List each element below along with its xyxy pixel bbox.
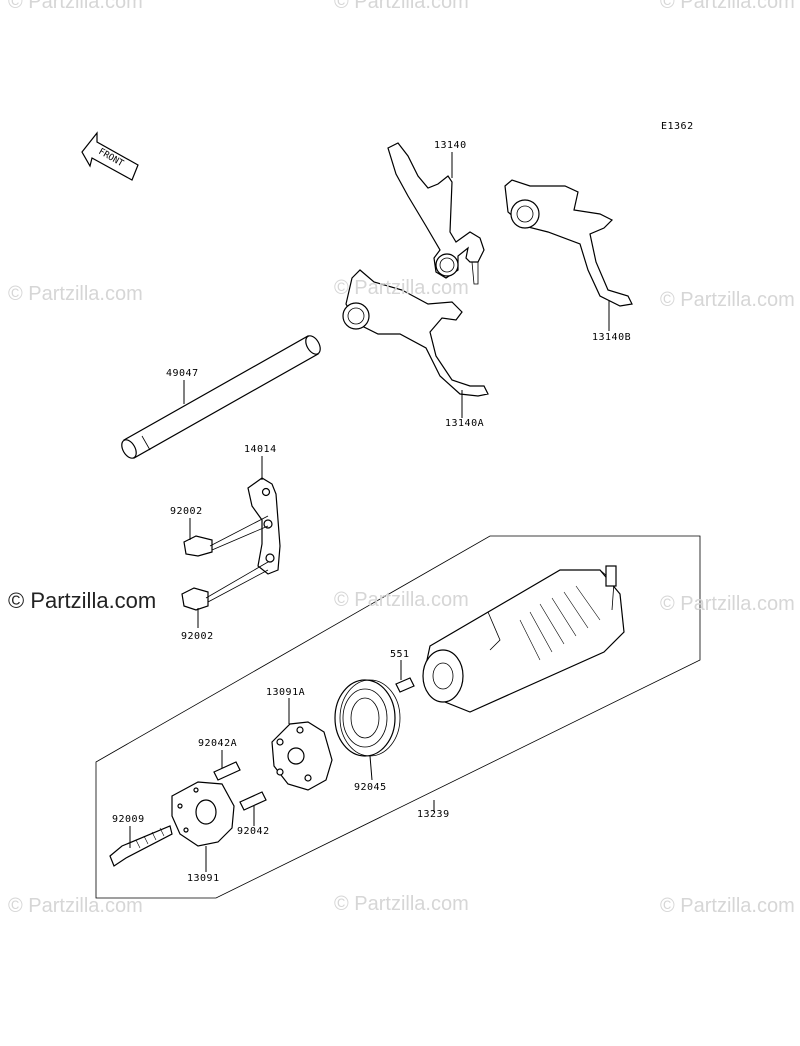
pin-92042 xyxy=(239,791,267,811)
watermark: © Partzilla.com xyxy=(334,0,469,13)
screw-92009 xyxy=(109,825,173,867)
part-label-49047: 49047 xyxy=(166,368,199,379)
part-label-92009: 92009 xyxy=(112,814,145,825)
part-label-14014: 14014 xyxy=(244,444,277,455)
plate-14014 xyxy=(247,477,281,575)
part-label-13091A: 13091A xyxy=(266,687,306,698)
watermark: © Partzilla.com xyxy=(660,895,795,917)
part-label-92002-upper: 92002 xyxy=(170,506,203,517)
part-label-13140B: 13140B xyxy=(592,332,632,343)
watermark: © Partzilla.com xyxy=(8,0,143,13)
shift-fork-13140B xyxy=(504,179,633,307)
part-label-13140A: 13140A xyxy=(445,418,485,429)
shift-rod-49047 xyxy=(121,335,321,459)
pin-551 xyxy=(395,677,415,693)
part-label-13140: 13140 xyxy=(434,140,467,151)
shift-fork-13140 xyxy=(387,142,485,285)
shift-drum xyxy=(422,565,625,713)
watermark: © Partzilla.com xyxy=(660,593,795,615)
diagram-code: E1362 xyxy=(661,121,694,132)
cam-13091A xyxy=(271,721,333,791)
watermark: © Partzilla.com xyxy=(334,893,469,915)
leader-lines xyxy=(129,152,610,872)
pin-92042A xyxy=(213,761,241,781)
bearing-92045 xyxy=(334,679,401,757)
drum-assembly-box xyxy=(95,535,701,899)
part-label-92042: 92042 xyxy=(237,826,270,837)
watermark: © Partzilla.com xyxy=(8,283,143,305)
part-label-92045: 92045 xyxy=(354,782,387,793)
part-label-551: 551 xyxy=(390,649,410,660)
bolt-92002-upper xyxy=(183,515,269,557)
watermark: © Partzilla.com xyxy=(8,895,143,917)
watermark: © Partzilla.com xyxy=(660,289,795,311)
shift-fork-13140A xyxy=(342,269,489,397)
part-label-92042A: 92042A xyxy=(198,738,238,749)
watermark-dark: © Partzilla.com xyxy=(8,588,157,613)
part-label-13091: 13091 xyxy=(187,873,220,884)
watermark: © Partzilla.com xyxy=(334,589,469,611)
bolt-92002-lower xyxy=(181,561,269,611)
watermark: © Partzilla.com xyxy=(334,277,469,299)
front-arrow-icon: FRONT xyxy=(81,131,139,181)
watermark: © Partzilla.com xyxy=(660,0,795,13)
part-label-92002-lower: 92002 xyxy=(181,631,214,642)
holder-13091 xyxy=(171,781,235,847)
part-label-13239: 13239 xyxy=(417,809,450,820)
